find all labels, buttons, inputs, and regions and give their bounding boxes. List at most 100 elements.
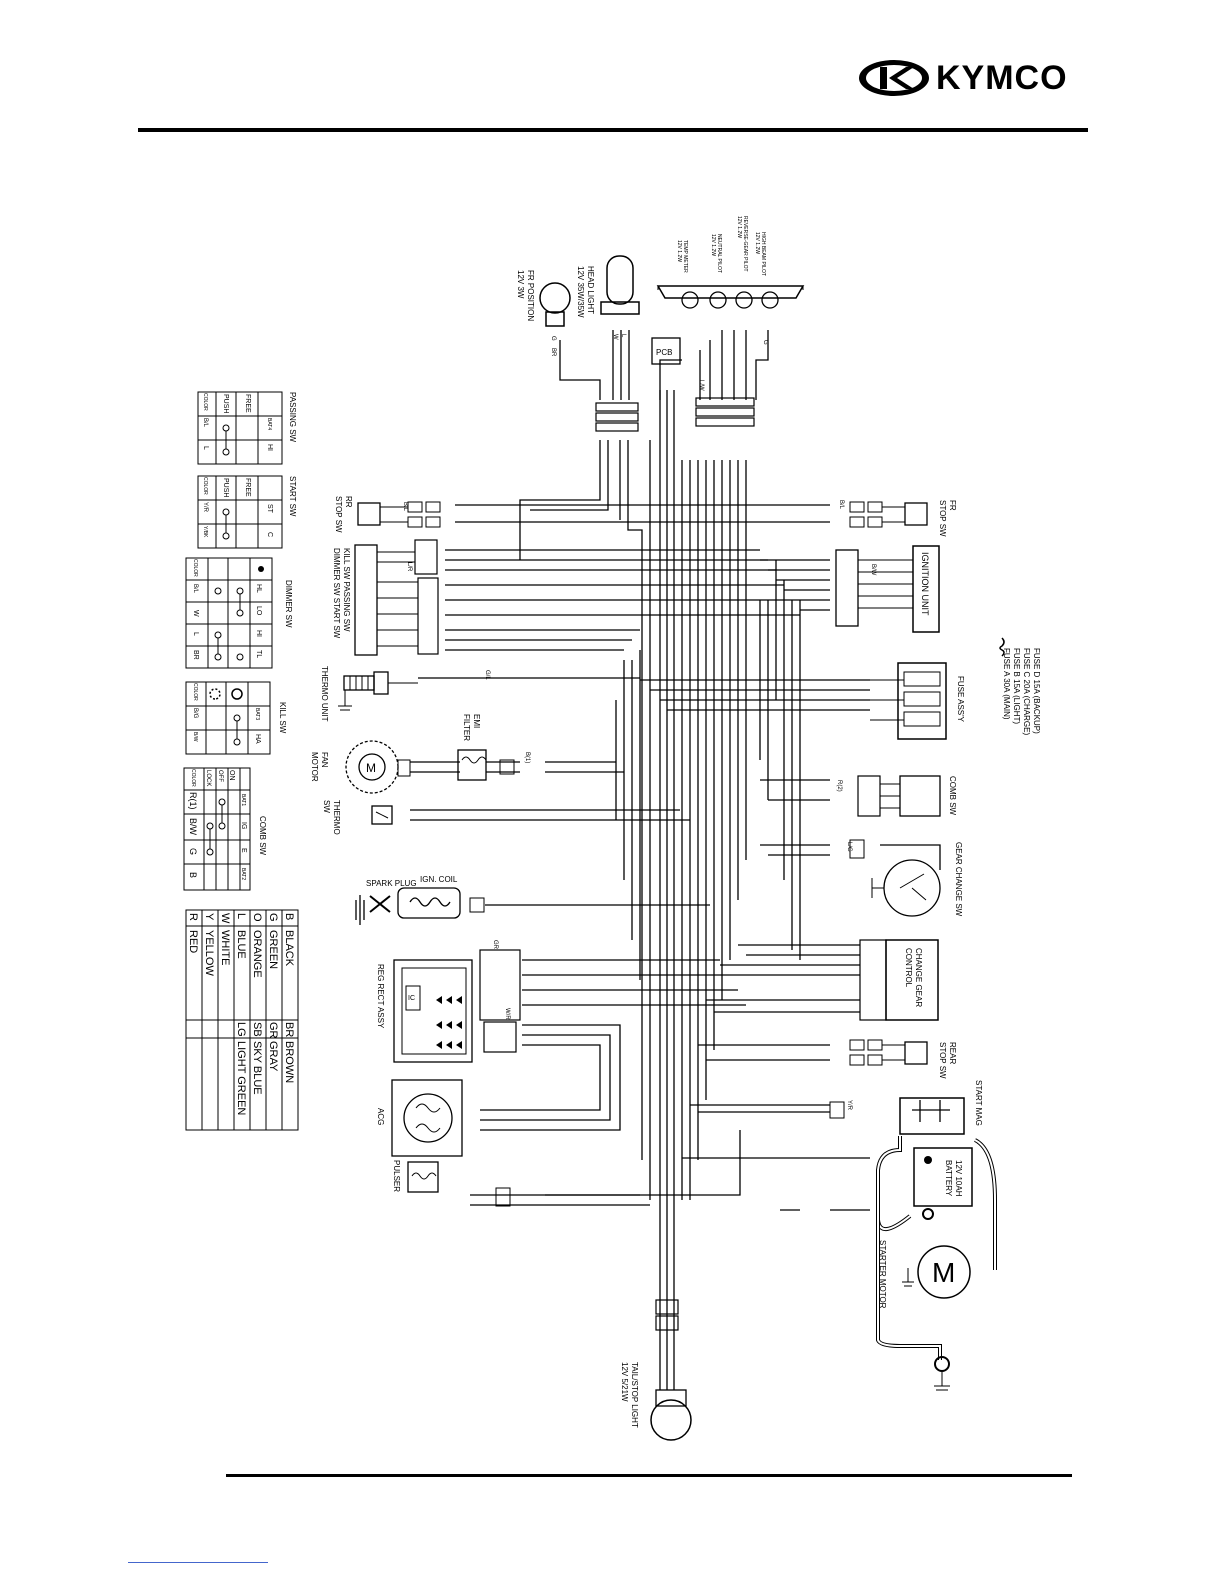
reverse-gear-pilot-label: REVERSE-GEAR PILOT: [742, 216, 748, 272]
battery: 12V 10AH BATTERY: [876, 1136, 997, 1270]
wire-label: B/W: [870, 564, 876, 576]
kymco-logo-icon: [859, 60, 929, 96]
starter-motor-symbol: M: [932, 1257, 955, 1288]
ignition-unit-label: IGNITION UNIT: [920, 552, 930, 616]
emi-filter-sub: FILTER: [462, 714, 471, 741]
passing-sw-row-label: PUSH: [222, 394, 229, 413]
high-beam-pilot-label: HIGH BEAM PILOT: [760, 232, 766, 276]
kill-sw-row-label: COLOR: [192, 683, 198, 701]
fr-position-rating: 12V 3W: [516, 270, 525, 299]
rear-stop-sw: REAR STOP SW: [849, 1039, 957, 1079]
passing-sw-table: PASSING SW BAT4 HI FREE PUSH COLOR B/L L: [197, 391, 297, 465]
head-light-rating: 12V 35W/35W: [576, 266, 585, 318]
passing-sw-head: HI: [266, 444, 273, 451]
kill-sw-color: B/G: [192, 708, 198, 719]
legend-color: WHITE: [219, 930, 231, 965]
footer-rule: [226, 1474, 1072, 1477]
pulser: PULSER: [392, 1160, 511, 1207]
wire-label: G: [762, 340, 768, 345]
ignition-coil-group: SPARK PLUG IGN. COIL: [355, 875, 485, 925]
ign-coil-label: IGN. COIL: [420, 875, 458, 884]
ignition-unit: IGNITION UNIT: [835, 545, 940, 633]
start-sw-head: ST: [266, 504, 273, 514]
fan-motor-sub: MOTOR: [310, 752, 319, 782]
wire-label: BR: [550, 348, 556, 357]
comb-sw-head: BAT2: [240, 868, 246, 880]
starter-motor-label: STARTER MOTOR: [878, 1240, 887, 1309]
acg-label: ACG: [376, 1108, 385, 1125]
fr-stop-sw-sub: STOP SW: [938, 500, 947, 537]
dimmer-sw-row-label: COLOR: [192, 559, 198, 577]
wire-label: R(2): [836, 780, 842, 792]
start-sw-row-label: FREE: [244, 478, 251, 497]
neutral-pilot-rating: 12V 1.2W: [710, 234, 716, 256]
high-beam-pilot-rating: 12V 1.2W: [754, 232, 760, 254]
legend-code: B: [283, 913, 295, 920]
dimmer-sw-color: B/L: [192, 584, 198, 594]
legend-code: GR: [267, 1022, 279, 1039]
fuse-b-label: FUSE B 15A (LIGHT): [1012, 648, 1021, 724]
fr-stop-sw: FR STOP SW: [849, 500, 957, 537]
dimmer-sw-color: L: [192, 632, 199, 636]
fuse-assy-label: FUSE ASS'Y: [956, 676, 965, 723]
start-sw-title: START SW: [288, 476, 297, 517]
tail-stop-light-label: TAIL/STOP LIGHT: [630, 1362, 639, 1428]
brand-name: KYMCO: [936, 59, 1068, 97]
rr-stop-sw-sub: STOP SW: [334, 496, 343, 533]
fuse-c-label: FUSE C 20A (CHARGE): [1022, 648, 1031, 735]
battery-label: BATTERY: [944, 1160, 953, 1197]
wire-label: GR: [492, 940, 498, 950]
neutral-pilot-label: NEUTRAL PILOT: [716, 234, 722, 273]
comb-sw-head: E: [240, 848, 247, 853]
rr-stop-sw-label: RR: [344, 496, 353, 508]
temp-meter-rating: 12V 1.2W: [676, 240, 682, 262]
pcb-label: PCB: [656, 348, 672, 357]
wire-label: W/R: [504, 1008, 510, 1020]
comb-sw-color: B: [188, 872, 198, 878]
legend-code: BR: [283, 1022, 295, 1037]
wire-label: B(1): [524, 752, 530, 763]
wire-label: G: [550, 336, 556, 341]
start-sw-color: Y/BK: [202, 526, 208, 538]
legend-color: BROWN: [283, 1041, 295, 1083]
gear-change-sw-label: GEAR CHANGE SW: [954, 842, 963, 917]
comb-sw-row-label: OFF: [217, 770, 223, 782]
start-mag-label: START MAG: [974, 1080, 983, 1126]
wire-label: B/L: [402, 502, 408, 512]
legend-code: R: [187, 913, 199, 921]
thermo-sw: THERMO SW: [322, 800, 393, 835]
legend-color: BLUE: [235, 930, 247, 959]
rr-stop-sw: RR STOP SW: [334, 496, 441, 533]
passing-sw-head: BAT4: [266, 418, 272, 430]
legend-code: SB: [251, 1022, 263, 1037]
gear-change-sw: GEAR CHANGE SW: [849, 839, 963, 917]
fuse-d-label: FUSE D 15A (BACKUP): [1032, 648, 1041, 734]
start-sw-row-label: COLOR: [202, 477, 208, 495]
legend-code: LG: [235, 1022, 247, 1037]
start-sw-color: Y/R: [202, 502, 208, 513]
legend-code: W: [219, 913, 231, 924]
passing-sw-title: PASSING SW: [288, 392, 297, 443]
legend-color: YELLOW: [203, 930, 215, 976]
wire-label: L/W: [698, 380, 704, 391]
start-mag: START MAG: [829, 1080, 983, 1135]
start-sw-table: START SW ST C FREE PUSH COLOR Y/R Y/BK: [197, 475, 297, 549]
comb-sw-head: IG: [240, 822, 247, 829]
dimmer-sw-color: BR: [192, 650, 199, 660]
wire-label: Y/R: [846, 1100, 852, 1111]
wire-label: B/L: [838, 500, 844, 510]
fan-motor: M FAN MOTOR: [310, 740, 411, 794]
dimmer-sw-head: LO: [255, 606, 262, 616]
legend-color: GRAY: [267, 1041, 279, 1072]
wire-label: W: [612, 334, 618, 340]
comb-sw-row-label: ON: [228, 770, 235, 781]
comb-sw-head: BAT1: [240, 794, 246, 806]
meter-cluster: PCB HIGH BEAM PILOT 12V 1.2W REVERSE-GEA…: [651, 216, 805, 365]
emi-filter-label: EMI: [472, 714, 481, 728]
passing-sw-row-label: COLOR: [202, 393, 208, 411]
comb-sw-title: COMB SW: [258, 816, 267, 856]
comb-sw-color: R(1): [188, 792, 198, 810]
dimmer-sw-head: TL: [255, 650, 262, 658]
legend-color: LIGHT GREEN: [235, 1041, 247, 1115]
